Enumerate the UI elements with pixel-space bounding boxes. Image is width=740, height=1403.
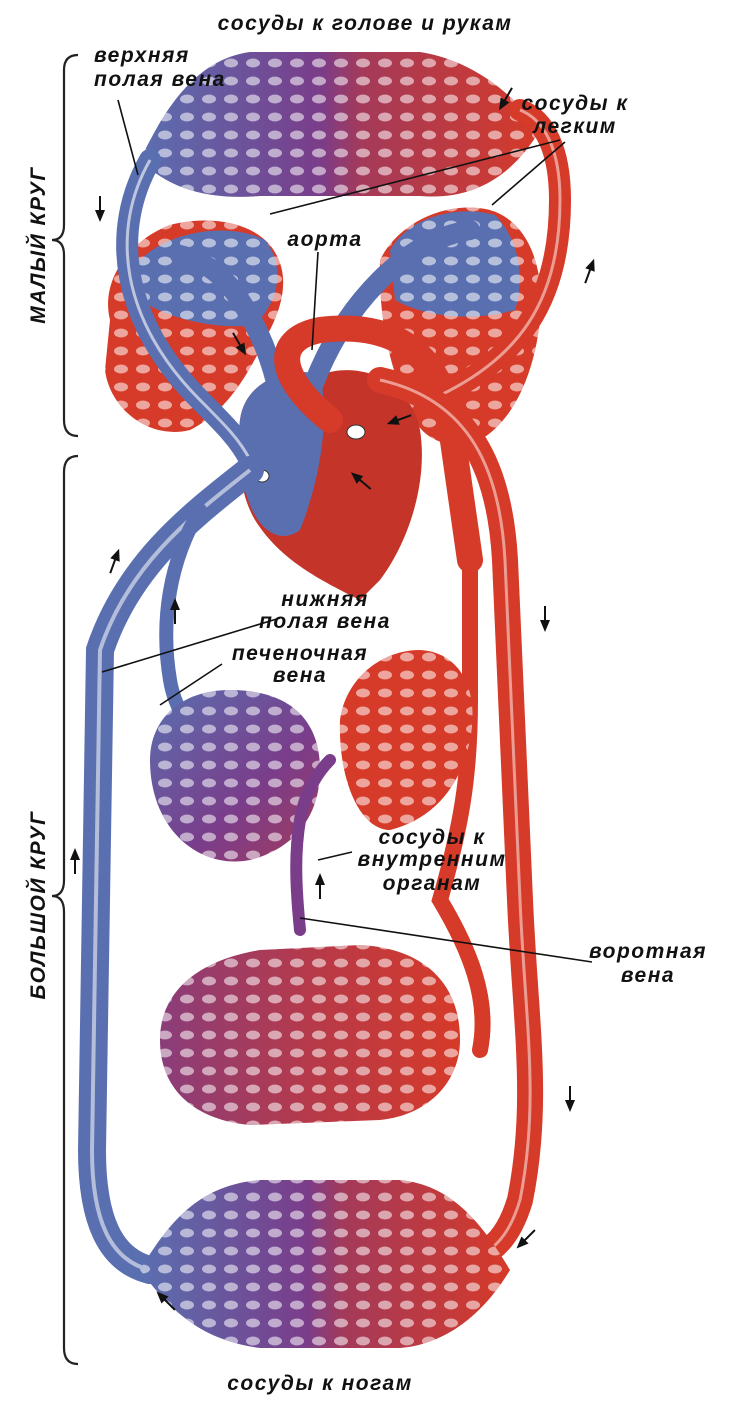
leg-vessels-label: сосуды к ногам bbox=[227, 1372, 412, 1395]
arrow-icon bbox=[70, 848, 80, 874]
superior-vena-cava-label-line2: полая вена bbox=[94, 68, 226, 91]
arrow-icon bbox=[581, 257, 599, 285]
portal-vein-label-line1: воротная bbox=[589, 940, 707, 963]
aorta-label: аорта bbox=[287, 228, 362, 251]
pulmonary-brace bbox=[52, 55, 78, 436]
intestine-capillary-bed bbox=[160, 945, 460, 1125]
inferior-vena-cava-label-line1: нижняя bbox=[281, 588, 368, 611]
portal-vein-label-line2: вена bbox=[621, 964, 675, 987]
mesenteric-artery-vessel bbox=[440, 560, 483, 1050]
arrow-icon bbox=[106, 547, 124, 575]
systemic-circuit-label: БОЛЬШОЙ КРУГ bbox=[26, 810, 50, 999]
hepatic-vein-label-line1: печеночная bbox=[232, 642, 368, 665]
organ-vessels-label-line2: внутренним bbox=[358, 848, 507, 871]
leader-organ-vessels bbox=[318, 852, 352, 860]
arrow-icon bbox=[95, 196, 105, 222]
organ-vessels-label-line3: органам bbox=[383, 872, 482, 895]
stomach-capillary-bed bbox=[340, 650, 473, 830]
inferior-vena-cava-label-line2: полая вена bbox=[259, 610, 391, 633]
leg-capillary-bed bbox=[140, 1180, 510, 1348]
hepatic-vein-label-line2: вена bbox=[273, 664, 327, 687]
arrow-icon bbox=[315, 873, 325, 899]
lung-vessels-label-line2: легким bbox=[532, 115, 617, 138]
lung-vessels-label-line1: сосуды к bbox=[522, 92, 629, 115]
superior-vena-cava-label-line1: верхняя bbox=[94, 44, 190, 67]
arrow-icon bbox=[540, 606, 550, 632]
organ-vessels-label-line1: сосуды к bbox=[379, 826, 486, 849]
head-vessels-label: сосуды к голове и рукам bbox=[218, 12, 513, 35]
arrow-icon bbox=[565, 1086, 575, 1112]
pulmonary-circuit-label: МАЛЫЙ КРУГ bbox=[26, 166, 50, 324]
leader-superior-vena-cava bbox=[118, 100, 138, 175]
systemic-brace bbox=[52, 456, 78, 1364]
